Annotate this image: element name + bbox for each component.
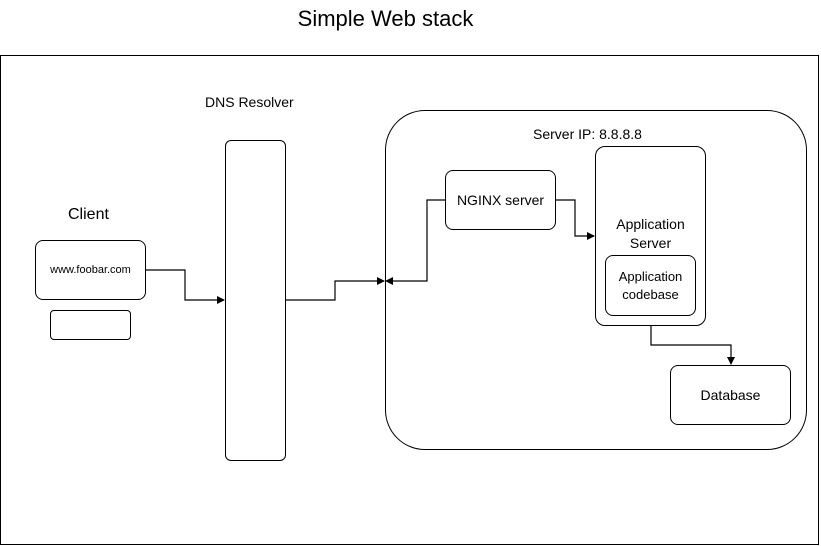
application-server-label: Application Server <box>595 214 706 254</box>
server-label: Server IP: 8.8.8.8 <box>533 126 642 142</box>
dns-label: DNS Resolver <box>205 94 294 110</box>
client-keyboard-box <box>50 310 131 340</box>
application-codebase-label: Application codebase <box>618 268 683 302</box>
application-server-text: Application Server <box>616 216 685 251</box>
diagram-title: Simple Web stack <box>297 6 474 31</box>
connector-app-database <box>650 326 735 365</box>
client-label: Client <box>68 206 109 223</box>
application-codebase-box: Application codebase <box>605 255 696 316</box>
connector-dns-server <box>286 277 385 301</box>
connector-client-dns <box>146 269 225 304</box>
database-box: Database <box>670 365 791 425</box>
dns-resolver-box <box>225 140 286 461</box>
client-browser-text: www.foobar.com <box>50 264 131 276</box>
connector-server-nginx <box>385 199 445 285</box>
database-label: Database <box>700 387 761 403</box>
connector-nginx-app <box>556 199 595 240</box>
nginx-label: NGINX server <box>456 192 545 208</box>
nginx-box: NGINX server <box>445 170 556 230</box>
client-browser-box: www.foobar.com <box>35 240 146 300</box>
